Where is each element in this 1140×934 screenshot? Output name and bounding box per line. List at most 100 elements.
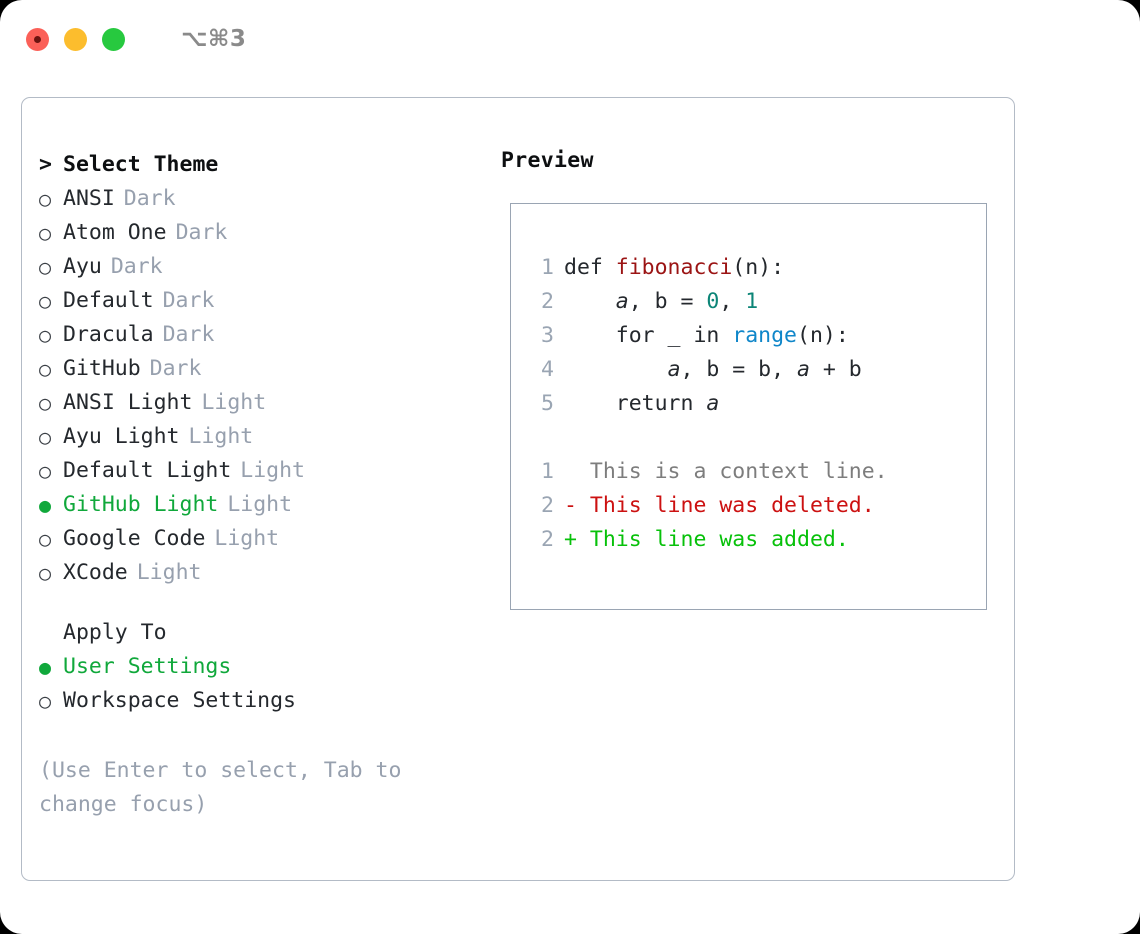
code-token-plain xyxy=(564,289,616,314)
radio-unselected-icon[interactable]: ○ xyxy=(39,561,52,585)
code-line: 5 return a xyxy=(524,387,888,421)
close-button-icon[interactable] xyxy=(26,27,49,51)
apply-to-header: ○ Apply To xyxy=(39,616,494,650)
radio-selected-icon[interactable]: ● xyxy=(39,655,52,679)
code-token-var: a xyxy=(706,391,720,416)
theme-name-label: Atom One xyxy=(63,220,167,245)
code-token-fn: fibonacci xyxy=(615,255,733,280)
radio-unselected-icon[interactable]: ○ xyxy=(39,221,52,245)
code-token-plain: def xyxy=(564,255,616,280)
theme-name-label: Google Code xyxy=(63,526,206,551)
theme-list-item[interactable]: ● GitHub Light Light xyxy=(39,488,494,522)
code-token-plain: (n): xyxy=(797,323,849,348)
radio-selected-icon[interactable]: ● xyxy=(39,493,52,517)
theme-variant-tag: Dark xyxy=(149,356,202,381)
select-theme-header: > Select Theme xyxy=(39,148,494,182)
preview-spacer xyxy=(524,421,888,455)
theme-name-label: Ayu xyxy=(63,254,102,279)
code-token-num: 1 xyxy=(745,289,759,314)
code-token-builtin: range xyxy=(732,323,798,348)
code-token-var: a xyxy=(615,289,629,314)
theme-variant-tag: Dark xyxy=(162,322,215,347)
apply-to-item[interactable]: ● User Settings xyxy=(39,650,494,684)
preview-title: Preview xyxy=(501,148,594,173)
radio-unselected-icon[interactable]: ○ xyxy=(39,255,52,279)
caret-icon: > xyxy=(39,152,52,177)
code-token-plain xyxy=(564,357,668,382)
line-number: 1 xyxy=(541,255,554,280)
theme-variant-tag: Light xyxy=(227,492,293,517)
diff-line-text: This is a context line. xyxy=(564,459,888,484)
radio-unselected-icon[interactable]: ○ xyxy=(39,527,52,551)
radio-unselected-icon[interactable]: ○ xyxy=(39,289,52,313)
apply-to-section: ○ Apply To ●User Settings○Workspace Sett… xyxy=(39,616,494,718)
theme-variant-tag: Light xyxy=(136,560,202,585)
radio-unselected-icon[interactable]: ○ xyxy=(39,391,52,415)
traffic-light-group xyxy=(26,27,125,51)
code-line-text: a, b = b, a + b xyxy=(564,353,862,387)
code-token-var: a xyxy=(797,357,810,382)
code-line-text: return a xyxy=(564,387,720,421)
theme-list-item[interactable]: ○ ANSI Dark xyxy=(39,182,494,216)
line-number: 1 xyxy=(541,459,554,484)
theme-variant-tag: Dark xyxy=(123,186,176,211)
radio-unselected-icon[interactable]: ○ xyxy=(39,425,52,449)
code-line: 4 a, b = b, a + b xyxy=(524,353,888,387)
theme-list-item[interactable]: ○ Google Code Light xyxy=(39,522,494,556)
code-line-text: a, b = 0, 1 xyxy=(564,285,758,319)
apply-to-list: ● User Settings ○ Workspace Settings xyxy=(39,650,494,718)
theme-name-label: Default xyxy=(63,288,154,313)
spacer-icon: ○ xyxy=(39,616,63,650)
line-number: 2 xyxy=(541,289,554,314)
code-token-plain: , b = b, xyxy=(680,357,798,382)
diff-line: 1 This is a context line. xyxy=(524,455,888,489)
line-number: 2 xyxy=(541,493,554,518)
line-number: 5 xyxy=(541,391,554,416)
radio-unselected-icon[interactable]: ○ xyxy=(39,689,52,713)
theme-name-label: ANSI Light xyxy=(63,390,193,415)
code-token-plain: + b xyxy=(809,357,862,382)
apply-to-item[interactable]: ○ Workspace Settings xyxy=(39,684,494,718)
apply-to-label: Workspace Settings xyxy=(63,688,296,713)
code-token-var: a xyxy=(667,357,681,382)
code-token-plain: return xyxy=(564,391,707,416)
theme-variant-tag: Dark xyxy=(175,220,228,245)
minimize-button-icon[interactable] xyxy=(64,27,87,51)
code-token-plain: , xyxy=(719,289,746,314)
keyboard-hint-text: (Use Enter to select, Tab to change focu… xyxy=(39,758,402,817)
theme-list-item[interactable]: ○ Ayu Dark xyxy=(39,250,494,284)
theme-name-label: GitHub Light xyxy=(63,492,219,517)
theme-variant-tag: Light xyxy=(201,390,267,415)
code-line-text: def fibonacci(n): xyxy=(564,251,784,285)
theme-list-item[interactable]: ○ Atom One Dark xyxy=(39,216,494,250)
code-token-plain: (n): xyxy=(732,255,785,280)
radio-unselected-icon[interactable]: ○ xyxy=(39,187,52,211)
theme-list-item[interactable]: ○ Dracula Dark xyxy=(39,318,494,352)
radio-unselected-icon[interactable]: ○ xyxy=(39,323,52,347)
diff-line-text: + This line was added. xyxy=(564,527,849,552)
radio-unselected-icon[interactable]: ○ xyxy=(39,357,52,381)
select-theme-title: Select Theme xyxy=(63,152,219,177)
zoom-button-icon[interactable] xyxy=(102,27,125,51)
code-token-plain: , b = xyxy=(628,289,707,314)
theme-variant-tag: Light xyxy=(214,526,280,551)
theme-name-label: ANSI xyxy=(63,186,115,211)
code-token-plain: for _ in xyxy=(564,323,733,348)
radio-unselected-icon[interactable]: ○ xyxy=(39,459,52,483)
theme-variant-tag: Dark xyxy=(110,254,163,279)
theme-name-label: Dracula xyxy=(63,322,154,347)
apply-to-label: User Settings xyxy=(63,654,232,679)
apply-to-title: Apply To xyxy=(63,620,167,645)
diff-line-text: - This line was deleted. xyxy=(564,493,875,518)
theme-list-item[interactable]: ○ ANSI Light Light xyxy=(39,386,494,420)
